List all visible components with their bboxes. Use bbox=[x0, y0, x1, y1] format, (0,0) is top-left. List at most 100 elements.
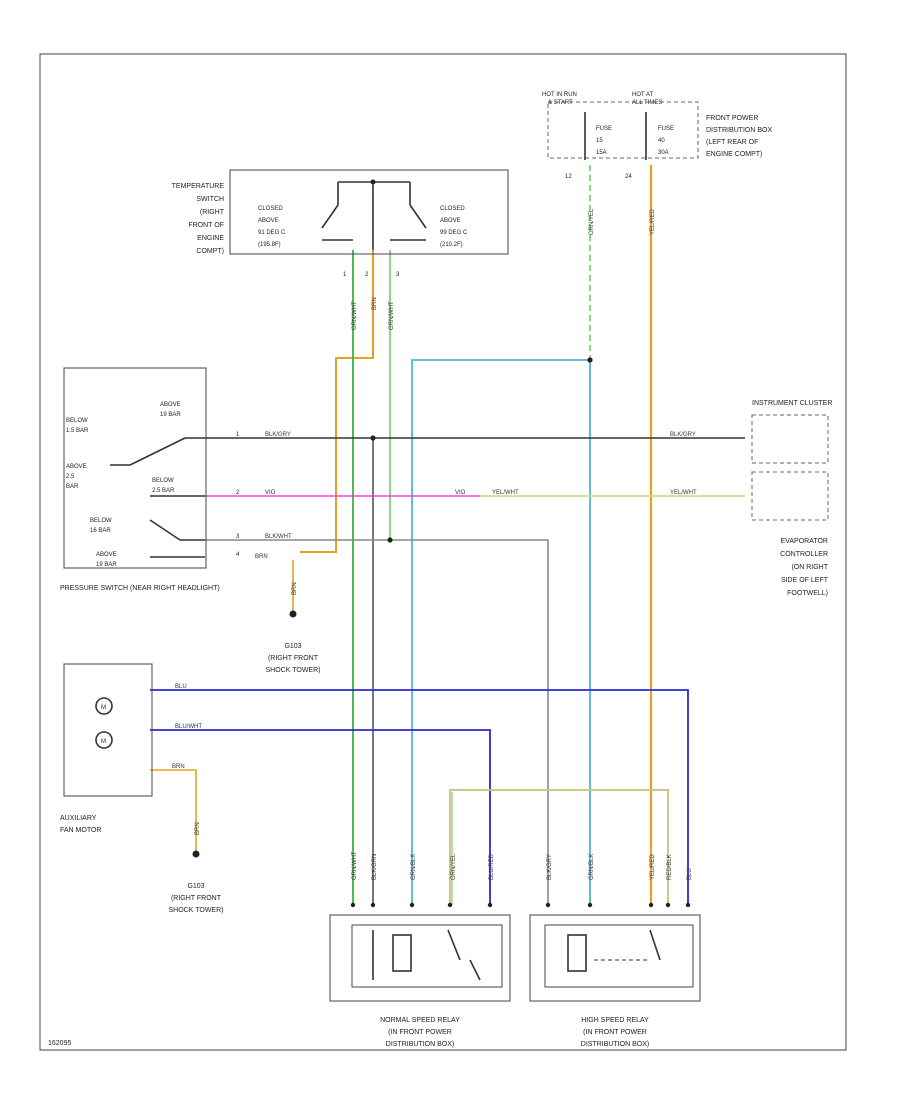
fuse1-0: FUSE bbox=[596, 126, 612, 132]
ps-t4: 4 bbox=[236, 552, 240, 558]
wl-26: YEL/RED bbox=[650, 854, 656, 880]
wl-27: RED/BLK bbox=[667, 854, 673, 880]
wire-gray bbox=[205, 539, 549, 905]
fuse-label-2: (LEFT REAR OF bbox=[706, 139, 758, 146]
wl-3: VIO bbox=[455, 490, 466, 496]
splice-1 bbox=[370, 435, 376, 441]
wl-23: BLU/RED bbox=[489, 853, 495, 880]
pressure-switch-box bbox=[63, 367, 207, 569]
wl-7: BLK/WHT bbox=[265, 534, 292, 540]
splice-3 bbox=[387, 537, 393, 543]
wl-15: GRN/YEL bbox=[589, 208, 595, 235]
fuse2-2: 30A bbox=[658, 150, 669, 156]
fuse-hot-all-1: ALL TIMES bbox=[632, 100, 662, 106]
instrument-cluster-box bbox=[751, 414, 829, 464]
fuse-label-3: ENGINE COMPT) bbox=[706, 151, 762, 158]
evap-label-3: SIDE OF LEFT bbox=[781, 577, 829, 584]
normal-relay-label-2: DISTRIBUTION BOX) bbox=[386, 1041, 454, 1048]
diagram-code: 162095 bbox=[48, 1040, 71, 1047]
temp-right-1: ABOVE bbox=[440, 218, 461, 224]
temp-switch-title-1: SWITCH bbox=[196, 196, 224, 203]
wl-21: GRN/BLK bbox=[411, 854, 417, 880]
wire-lightblue-2 bbox=[411, 359, 590, 905]
fuse-label-0: FRONT POWER bbox=[706, 115, 758, 122]
ground-2-label-0: (RIGHT FRONT bbox=[171, 895, 222, 902]
high-relay-label-2: DISTRIBUTION BOX) bbox=[581, 1041, 649, 1048]
wl-8: BRN bbox=[255, 554, 268, 560]
temp-pin-1: 1 bbox=[343, 272, 347, 278]
wl-17: BRN bbox=[292, 582, 298, 595]
fuse-pin-12: 12 bbox=[565, 174, 572, 180]
ground-1-label-0: (RIGHT FRONT bbox=[268, 655, 319, 662]
fuse-pin-24: 24 bbox=[625, 174, 632, 180]
evap-label-4: FOOTWELL) bbox=[787, 590, 828, 597]
temp-switch-title-0: TEMPERATURE bbox=[172, 183, 225, 190]
ground-1-id: G103 bbox=[284, 643, 301, 650]
ps-t3: 3 bbox=[236, 534, 240, 540]
high-relay-label-0: HIGH SPEED RELAY bbox=[581, 1017, 649, 1024]
wl-10: BLU/WHT bbox=[175, 724, 202, 730]
temp-pin-3: 3 bbox=[396, 272, 400, 278]
ground-2-label-1: SHOCK TOWER) bbox=[169, 907, 224, 914]
fan-motor-m2: M bbox=[101, 739, 106, 745]
ps-above-low-0: ABOVE bbox=[96, 552, 117, 558]
ps-t2: 2 bbox=[236, 490, 240, 496]
fuse-label-1: DISTRIBUTION BOX bbox=[706, 127, 772, 134]
ps-above-low-1: 19 BAR bbox=[96, 562, 117, 568]
evaporator-controller: EVAPORATOR CONTROLLER (ON RIGHT SIDE OF … bbox=[751, 471, 829, 597]
splices bbox=[370, 357, 593, 543]
wl-20: BLK/GRN bbox=[372, 854, 378, 880]
wl-2: VIO bbox=[265, 490, 276, 496]
ground-1: G103 (RIGHT FRONT SHOCK TOWER) bbox=[266, 610, 320, 674]
wire-orange-temp bbox=[300, 250, 374, 553]
temp-left-2: 91 DEG C bbox=[258, 230, 286, 236]
wires bbox=[150, 165, 745, 905]
evap-label-0: EVAPORATOR bbox=[781, 538, 828, 545]
wl-24: BLK/GRY bbox=[547, 854, 553, 880]
wire-blue-2 bbox=[150, 729, 491, 905]
temp-switch-title-3: FRONT OF bbox=[188, 222, 224, 229]
high-speed-relay: HIGH SPEED RELAY (IN FRONT POWER DISTRIB… bbox=[529, 914, 701, 1048]
instrument-cluster-label: INSTRUMENT CLUSTER bbox=[752, 400, 832, 407]
wire-labels: BLK/GRY VIO VIO YEL/WHT YEL/WHT BLK/GRY … bbox=[172, 208, 697, 880]
ps-above-top-1: 19 BAR bbox=[160, 412, 181, 418]
temp-right-2: 99 DEG C bbox=[440, 230, 468, 236]
wl-4: YEL/WHT bbox=[492, 490, 519, 496]
normal-speed-relay: NORMAL SPEED RELAY (IN FRONT POWER DISTR… bbox=[329, 914, 511, 1048]
wl-25: GRN/BLK bbox=[589, 854, 595, 880]
ps-above-mid-2: BAR bbox=[66, 484, 79, 490]
temp-right-3: (210.2F) bbox=[440, 242, 463, 248]
evap-label-2: (ON RIGHT bbox=[791, 564, 828, 571]
pressure-switch-label: PRESSURE SWITCH (NEAR RIGHT HEADLIGHT) bbox=[60, 585, 220, 592]
wl-13: BRN bbox=[372, 297, 378, 310]
fan-motor-label-1: FAN MOTOR bbox=[60, 827, 101, 834]
ps-above-top-0: ABOVE bbox=[160, 402, 181, 408]
wl-18: BRN bbox=[195, 822, 201, 835]
high-relay-label-1: (IN FRONT POWER bbox=[583, 1029, 647, 1036]
fuse-block: HOT IN RUN & START HOT AT ALL TIMES FUSE… bbox=[542, 92, 772, 180]
relay-pins bbox=[350, 902, 691, 908]
temp-pin-2: 2 bbox=[365, 272, 369, 278]
wl-11: BRN bbox=[172, 764, 185, 770]
normal-relay-box bbox=[329, 914, 511, 1002]
normal-relay-label-0: NORMAL SPEED RELAY bbox=[380, 1017, 460, 1024]
temp-switch-title-4: ENGINE bbox=[197, 235, 224, 242]
fuse-hot-all-0: HOT AT bbox=[632, 92, 653, 98]
ps-below-low-0: BELOW bbox=[90, 518, 112, 524]
wl-12: GRN/WHT bbox=[352, 301, 358, 330]
normal-relay-label-1: (IN FRONT POWER bbox=[388, 1029, 452, 1036]
wl-28: BLU bbox=[687, 868, 693, 880]
ps-below-left-1: 1.5 BAR bbox=[66, 428, 89, 434]
ground-2-id: G103 bbox=[187, 883, 204, 890]
ps-t1: 1 bbox=[236, 432, 240, 438]
ps-above-mid-0: ABOVE bbox=[66, 464, 87, 470]
instrument-cluster: INSTRUMENT CLUSTER bbox=[751, 400, 832, 464]
wl-9: BLU bbox=[175, 684, 187, 690]
fan-motor-box bbox=[63, 663, 153, 797]
fuse-block-box bbox=[547, 101, 699, 159]
temp-left-3: (195.8F) bbox=[258, 242, 281, 248]
wl-16: YEL/RED bbox=[650, 209, 656, 235]
fuse2-1: 40 bbox=[658, 138, 665, 144]
ps-below-mid-1: 2.5 BAR bbox=[152, 488, 175, 494]
